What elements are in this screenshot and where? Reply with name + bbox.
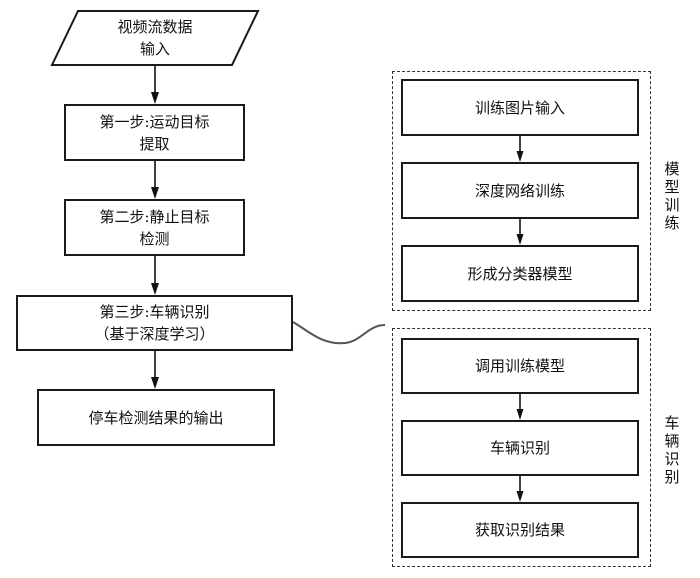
arrowhead [516,491,524,502]
rec-step-1: 调用训练模型 [401,338,639,394]
step3-line-2: （基于深度学习） [94,325,215,343]
step2-line-2: 检测 [139,229,170,248]
step3-line-1: 第三步:车辆识别 [99,303,210,321]
side-arrows [516,136,524,502]
train-step-2-label: 深度网络训练 [474,181,565,200]
input-node: 视频流数据 输入 [60,11,250,65]
vehicle-recognition-group [392,328,651,567]
label-char: 型 [664,178,680,196]
step1-line-1: 第一步:运动目标 [99,112,210,131]
arrowhead [151,377,159,389]
rec-step-3: 获取识别结果 [401,502,639,558]
arrowhead [151,283,159,295]
rec-step-1-label: 调用训练模型 [474,357,565,375]
step3-box: 第三步:车辆识别 （基于深度学习） [16,295,293,351]
label-char: 训 [664,196,680,214]
arrowhead [516,409,524,420]
wavy-connector [292,321,386,345]
label-char: 别 [664,468,680,486]
arrowhead [516,151,524,162]
train-step-3: 形成分类器模型 [401,245,639,302]
model-training-group [392,71,651,311]
label-char: 练 [664,214,680,232]
rec-step-2: 车辆识别 [401,420,639,476]
train-step-1: 训练图片输入 [401,79,639,136]
train-step-1-label: 训练图片输入 [474,98,565,117]
step2-box: 第二步:静止目标 检测 [64,199,245,256]
input-line-2: 输入 [139,40,170,58]
step1-line-2: 提取 [139,134,170,153]
output-box: 停车检测结果的输出 [37,389,275,446]
train-step-2: 深度网络训练 [401,162,639,219]
input-parallelogram [50,10,260,66]
step2-line-1: 第二步:静止目标 [99,207,210,226]
arrowhead [151,187,159,199]
rec-step-3-label: 获取识别结果 [474,521,565,539]
vehicle-recognition-label: 车 辆 识 别 [662,414,682,486]
label-char: 辆 [664,432,680,450]
arrowhead [151,92,159,104]
train-step-3-label: 形成分类器模型 [467,264,573,283]
rec-step-2-label: 车辆识别 [489,439,550,457]
label-char: 模 [664,160,680,178]
arrowhead [516,234,524,245]
label-char: 车 [664,414,680,432]
model-training-label: 模 型 训 练 [662,160,682,232]
label-char: 识 [664,450,680,468]
output-line-1: 停车检测结果的输出 [88,408,224,427]
main-arrows [151,66,159,389]
input-line-1: 视频流数据 [117,18,193,36]
step1-box: 第一步:运动目标 提取 [64,104,245,161]
